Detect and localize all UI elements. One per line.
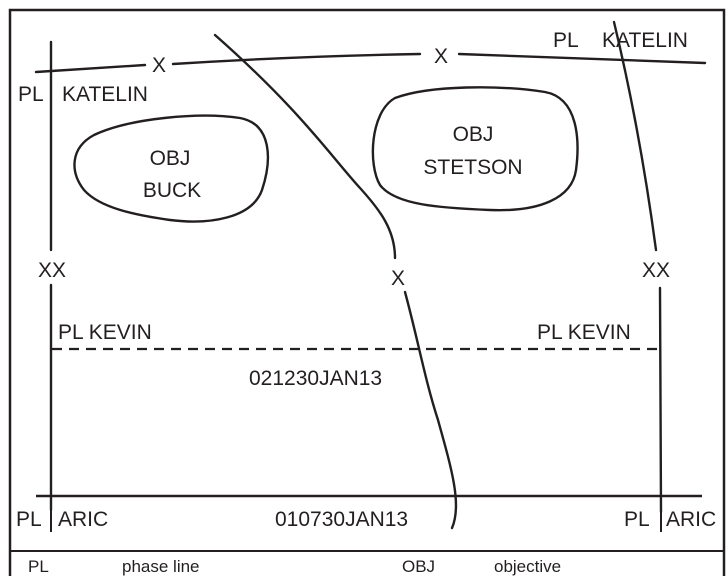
aric-timestamp: 010730JAN13 bbox=[275, 508, 408, 531]
aric-left-pl: PL bbox=[16, 508, 42, 531]
katelin-top-left-x: X bbox=[152, 54, 166, 77]
legend-obj-meaning: objective bbox=[494, 557, 561, 576]
objective-stetson-name: STETSON bbox=[423, 156, 522, 179]
diagram-frame bbox=[8, 8, 726, 576]
legend-pl-meaning: phase line bbox=[122, 557, 200, 576]
katelin-right-pl: PL bbox=[553, 29, 579, 52]
katelin-top-right-x: X bbox=[434, 45, 448, 68]
right-boundary-line bbox=[612, 20, 663, 514]
objective-buck-obj: OBJ bbox=[150, 147, 191, 170]
objective-buck-name: BUCK bbox=[143, 179, 201, 202]
kevin-right-label: PL KEVIN bbox=[537, 321, 631, 344]
phase-line-katelin bbox=[34, 52, 707, 74]
aric-right-pl: PL bbox=[624, 508, 650, 531]
aric-left-name: ARIC bbox=[58, 508, 108, 531]
right-boundary-xx: XX bbox=[642, 259, 670, 282]
kevin-left-label: PL KEVIN bbox=[58, 321, 152, 344]
katelin-right-name: KATELIN bbox=[602, 29, 688, 52]
middle-boundary-x: X bbox=[391, 267, 405, 290]
aric-right-name: ARIC bbox=[666, 508, 716, 531]
left-boundary-xx: XX bbox=[38, 259, 66, 282]
katelin-left-name: KATELIN bbox=[62, 83, 148, 106]
objective-buck-outline bbox=[73, 114, 270, 223]
kevin-timestamp: 021230JAN13 bbox=[249, 367, 382, 390]
objective-stetson-obj: OBJ bbox=[453, 123, 494, 146]
middle-boundary-line bbox=[213, 33, 397, 260]
middle-boundary-line-lower bbox=[403, 290, 458, 530]
katelin-left-pl: PL bbox=[18, 83, 44, 106]
legend-pl-abbr: PL bbox=[28, 557, 49, 576]
objective-stetson-outline bbox=[371, 86, 579, 212]
legend-obj-abbr: OBJ bbox=[402, 557, 435, 576]
